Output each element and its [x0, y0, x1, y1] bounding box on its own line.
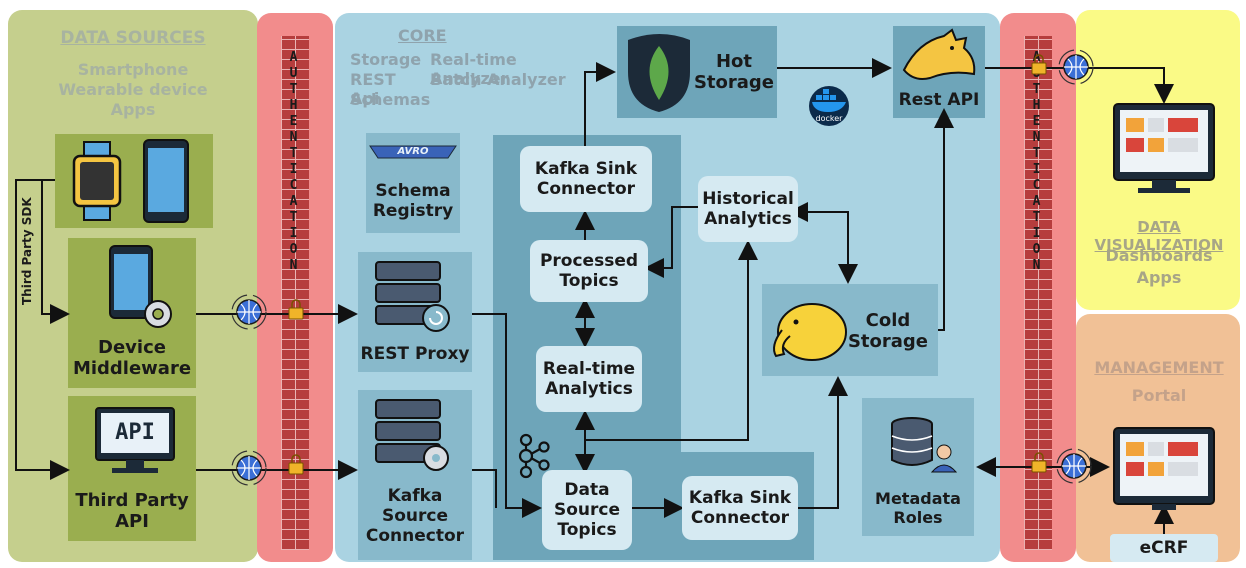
api-screen-text: API	[115, 420, 155, 445]
smartphone-icon	[143, 139, 189, 223]
globe-icon	[231, 294, 267, 330]
core-item-schemas: Schemas	[350, 90, 431, 109]
rest-api-label: Rest API	[898, 90, 980, 110]
tomcat-logo-icon	[902, 28, 976, 80]
core-item-batch-analyzer: Batch Analyzer	[430, 70, 566, 89]
kafka-sink-connector-bottom[interactable]: Kafka Sink Connector	[682, 476, 798, 540]
hot-storage-label: Hot Storage	[693, 51, 775, 93]
globe-icon	[1056, 448, 1092, 484]
historical-analytics[interactable]: Historical Analytics	[698, 176, 798, 242]
avro-logo-icon	[369, 145, 457, 159]
lock-icon	[1031, 54, 1047, 75]
mongodb-logo-icon	[628, 34, 690, 112]
lock-icon	[1031, 452, 1047, 473]
data-visualization-item-apps: Apps	[1136, 268, 1182, 287]
hadoop-elephant-icon	[773, 303, 847, 361]
core-item-rest-api: REST Api	[350, 70, 396, 108]
lock-icon	[288, 299, 304, 320]
cold-storage-label: Cold Storage	[847, 310, 929, 352]
ecrf-box[interactable]: eCRF	[1110, 534, 1218, 562]
avro-logo-text: AVRO	[397, 146, 429, 157]
auth-label-right: AUTHENTICATION	[1029, 50, 1044, 274]
kafka-sink-connector-top[interactable]: Kafka Sink Connector	[520, 146, 652, 212]
core-item-storage: Storage	[350, 50, 422, 69]
management-item-portal: Portal	[1131, 386, 1187, 405]
portal-monitor-icon	[1113, 427, 1215, 510]
dashboard-monitor-icon	[1113, 103, 1215, 193]
docker-text: docker	[815, 114, 843, 123]
docker-logo-icon	[809, 86, 849, 126]
server-icon	[375, 261, 450, 332]
user-avatar-icon	[930, 444, 958, 473]
database-icon	[891, 417, 933, 466]
data-sources-item-smartphone: Smartphone	[77, 60, 189, 79]
data-sources-item-apps: Apps	[110, 100, 156, 119]
rest-proxy-label: REST Proxy	[360, 344, 470, 364]
schema-registry-label: Schema Registry	[372, 181, 454, 221]
processed-topics[interactable]: Processed Topics	[530, 240, 648, 302]
core-item-realtime-analyzer: Real-time Analyzer	[430, 50, 517, 88]
auth-label-left: AUTHENTICATION	[286, 50, 301, 274]
smartwatch-icon	[72, 141, 122, 221]
globe-icon	[231, 450, 267, 486]
kafka-logo-icon	[518, 433, 550, 479]
device-middleware-label: Device Middleware	[72, 337, 192, 379]
lock-icon	[288, 454, 304, 475]
tablet-gear-icon	[109, 245, 172, 328]
metadata-roles-label: Metadata Roles	[875, 489, 961, 527]
data-sources-title: DATA SOURCES	[60, 28, 206, 48]
third-party-api-label: Third Party API	[75, 490, 189, 532]
globe-icon	[1058, 49, 1094, 85]
data-source-topics[interactable]: Data Source Topics	[542, 470, 632, 550]
data-visualization-item-dashboards: Dashboards	[1105, 246, 1213, 265]
api-monitor-icon	[95, 407, 175, 473]
data-visualization-title: DATA VISUALIZATION	[1094, 218, 1224, 254]
data-sources-item-wearable: Wearable device	[58, 80, 208, 99]
kafka-source-connector-label: Kafka Source Connector	[365, 486, 465, 546]
server-gear-icon	[375, 399, 449, 471]
management-title: MANAGEMENT	[1094, 358, 1224, 377]
realtime-analytics[interactable]: Real-time Analytics	[536, 346, 642, 412]
core-title: CORE	[398, 26, 447, 45]
